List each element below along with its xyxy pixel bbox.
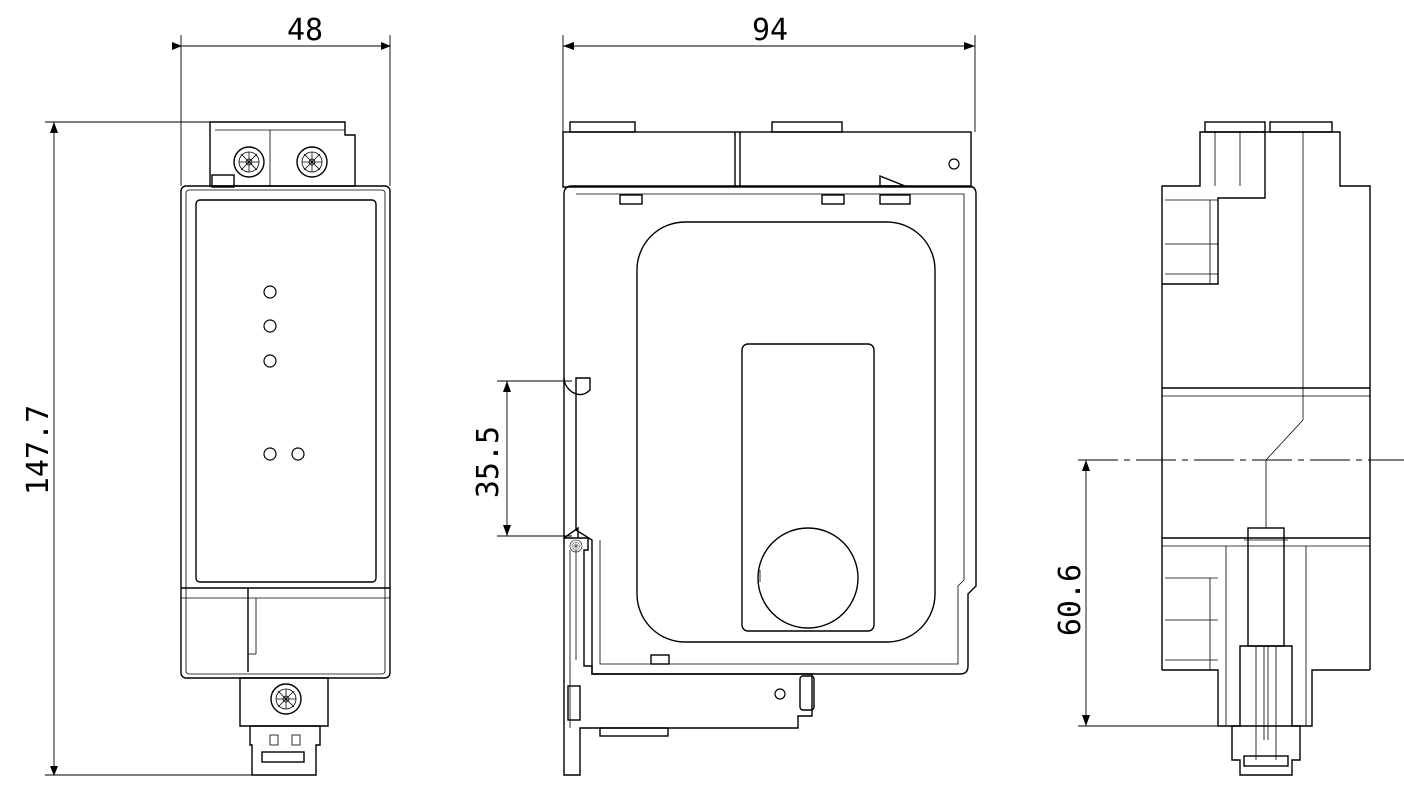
dimension-width-side: 94 — [562, 13, 976, 132]
end-view — [1161, 121, 1371, 776]
dimension-center-offset: 60.6 — [1053, 460, 1218, 727]
dim-label-48: 48 — [287, 13, 323, 48]
screw-terminal-icon — [233, 146, 328, 178]
dim-label-35-5: 35.5 — [471, 426, 506, 498]
dimension-width-front: 48 — [172, 13, 391, 186]
dim-label-147-7: 147.7 — [21, 405, 56, 495]
front-view — [180, 121, 391, 776]
side-view — [562, 121, 977, 776]
dimension-rail-height: 35.5 — [471, 380, 572, 537]
dimension-height-total: 147.7 — [21, 121, 252, 776]
led-indicator-icon — [263, 285, 305, 461]
dim-label-94: 94 — [752, 13, 788, 48]
dim-label-60-6: 60.6 — [1053, 564, 1088, 636]
